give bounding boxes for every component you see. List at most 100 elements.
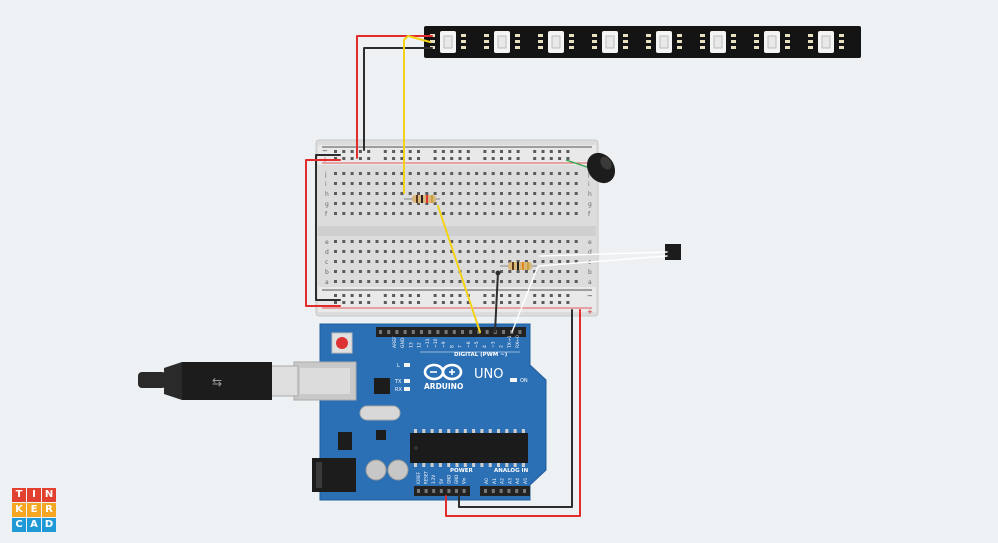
rail-hole[interactable] bbox=[367, 157, 371, 160]
breadboard-hole[interactable] bbox=[375, 182, 379, 185]
rail-hole[interactable] bbox=[549, 301, 553, 304]
rail-hole[interactable] bbox=[491, 150, 495, 153]
breadboard-hole[interactable] bbox=[524, 172, 528, 175]
breadboard-hole[interactable] bbox=[375, 280, 379, 283]
rail-hole[interactable] bbox=[408, 294, 412, 297]
breadboard-hole[interactable] bbox=[358, 182, 362, 185]
breadboard-hole[interactable] bbox=[558, 192, 562, 195]
rail-hole[interactable] bbox=[508, 157, 512, 160]
breadboard-hole[interactable] bbox=[408, 270, 412, 273]
breadboard-hole[interactable] bbox=[508, 172, 512, 175]
rail-hole[interactable] bbox=[441, 301, 445, 304]
breadboard-hole[interactable] bbox=[342, 202, 346, 205]
breadboard-hole[interactable] bbox=[533, 192, 537, 195]
breadboard-hole[interactable] bbox=[358, 202, 362, 205]
rail-hole[interactable] bbox=[549, 294, 553, 297]
rail-hole[interactable] bbox=[433, 150, 437, 153]
breadboard-hole[interactable] bbox=[491, 192, 495, 195]
breadboard-hole[interactable] bbox=[375, 212, 379, 215]
rail-hole[interactable] bbox=[350, 157, 354, 160]
breadboard-hole[interactable] bbox=[358, 240, 362, 243]
breadboard-hole[interactable] bbox=[566, 240, 570, 243]
breadboard-hole[interactable] bbox=[566, 172, 570, 175]
breadboard-hole[interactable] bbox=[383, 250, 387, 253]
breadboard-hole[interactable] bbox=[408, 280, 412, 283]
breadboard-hole[interactable] bbox=[491, 260, 495, 263]
breadboard-hole[interactable] bbox=[524, 280, 528, 283]
breadboard-hole[interactable] bbox=[483, 280, 487, 283]
breadboard-hole[interactable] bbox=[500, 172, 503, 175]
header-pin[interactable] bbox=[461, 330, 464, 334]
rail-hole[interactable] bbox=[441, 150, 445, 153]
wire-button-pin2[interactable] bbox=[511, 255, 668, 333]
rail-hole[interactable] bbox=[358, 301, 362, 304]
breadboard-hole[interactable] bbox=[392, 192, 396, 195]
breadboard-hole[interactable] bbox=[408, 212, 412, 215]
breadboard-hole[interactable] bbox=[558, 280, 562, 283]
breadboard-hole[interactable] bbox=[533, 270, 537, 273]
header-pin[interactable] bbox=[447, 489, 451, 493]
breadboard-hole[interactable] bbox=[508, 240, 512, 243]
breadboard-hole[interactable] bbox=[334, 250, 337, 253]
rail-hole[interactable] bbox=[342, 157, 346, 160]
breadboard-hole[interactable] bbox=[508, 260, 512, 263]
header-pin[interactable] bbox=[462, 489, 466, 493]
breadboard-hole[interactable] bbox=[450, 202, 454, 205]
rail-hole[interactable] bbox=[566, 301, 570, 304]
rail-hole[interactable] bbox=[516, 301, 520, 304]
breadboard-hole[interactable] bbox=[367, 192, 371, 195]
rail-hole[interactable] bbox=[541, 150, 545, 153]
breadboard-hole[interactable] bbox=[500, 240, 503, 243]
breadboard-hole[interactable] bbox=[350, 192, 354, 195]
header-pin[interactable] bbox=[484, 489, 487, 493]
rail-hole[interactable] bbox=[516, 294, 520, 297]
wire-rail-5v-link[interactable] bbox=[305, 159, 341, 307]
wire-5v-arduino[interactable] bbox=[445, 309, 581, 517]
breadboard-hole[interactable] bbox=[533, 280, 537, 283]
breadboard-hole[interactable] bbox=[450, 260, 454, 263]
breadboard-hole[interactable] bbox=[350, 212, 354, 215]
breadboard-hole[interactable] bbox=[358, 172, 362, 175]
rail-hole[interactable] bbox=[466, 301, 470, 304]
breadboard-hole[interactable] bbox=[491, 240, 495, 243]
breadboard-hole[interactable] bbox=[358, 280, 362, 283]
breadboard-hole[interactable] bbox=[475, 250, 479, 253]
rail-hole[interactable] bbox=[508, 150, 512, 153]
breadboard-hole[interactable] bbox=[441, 202, 445, 205]
rail-hole[interactable] bbox=[450, 157, 454, 160]
breadboard-hole[interactable] bbox=[334, 212, 337, 215]
breadboard-hole[interactable] bbox=[342, 212, 346, 215]
breadboard-hole[interactable] bbox=[408, 172, 412, 175]
breadboard-hole[interactable] bbox=[466, 202, 470, 205]
rail-hole[interactable] bbox=[392, 157, 396, 160]
breadboard-hole[interactable] bbox=[342, 280, 346, 283]
breadboard-hole[interactable] bbox=[524, 240, 528, 243]
breadboard-hole[interactable] bbox=[383, 240, 387, 243]
breadboard-hole[interactable] bbox=[367, 260, 371, 263]
breadboard-hole[interactable] bbox=[549, 270, 553, 273]
rail-hole[interactable] bbox=[458, 301, 462, 304]
rail-hole[interactable] bbox=[558, 157, 562, 160]
breadboard-hole[interactable] bbox=[500, 212, 503, 215]
breadboard-hole[interactable] bbox=[375, 192, 379, 195]
rail-hole[interactable] bbox=[500, 294, 503, 297]
header-pin[interactable] bbox=[411, 330, 415, 334]
rail-hole[interactable] bbox=[417, 294, 420, 297]
rail-hole[interactable] bbox=[383, 150, 387, 153]
breadboard-hole[interactable] bbox=[558, 270, 562, 273]
header-pin[interactable] bbox=[518, 330, 522, 334]
breadboard-hole[interactable] bbox=[475, 172, 479, 175]
breadboard-hole[interactable] bbox=[450, 172, 454, 175]
breadboard-hole[interactable] bbox=[408, 260, 412, 263]
breadboard-hole[interactable] bbox=[383, 202, 387, 205]
breadboard-hole[interactable] bbox=[450, 270, 454, 273]
breadboard-hole[interactable] bbox=[441, 250, 445, 253]
breadboard-hole[interactable] bbox=[574, 192, 578, 195]
breadboard-hole[interactable] bbox=[367, 250, 371, 253]
rail-hole[interactable] bbox=[433, 294, 437, 297]
breadboard-hole[interactable] bbox=[400, 212, 404, 215]
breadboard-hole[interactable] bbox=[475, 202, 479, 205]
breadboard-hole[interactable] bbox=[541, 280, 545, 283]
breadboard-hole[interactable] bbox=[475, 212, 479, 215]
breadboard-hole[interactable] bbox=[558, 250, 562, 253]
